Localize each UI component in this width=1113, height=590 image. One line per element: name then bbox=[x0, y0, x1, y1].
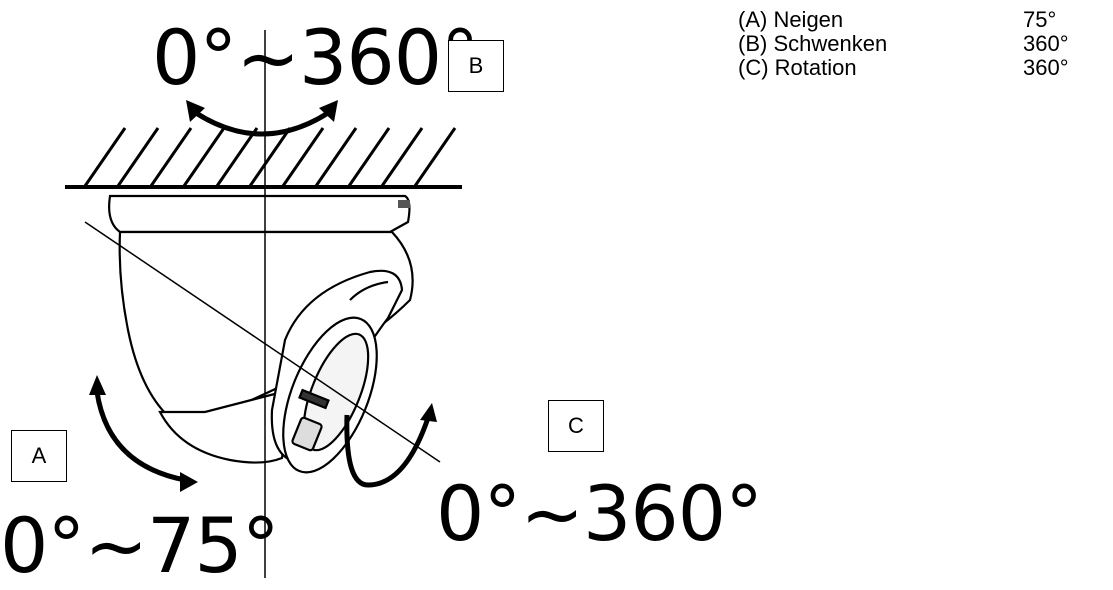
pan-range-label: 0°~360° bbox=[152, 13, 479, 102]
label-box-b: B bbox=[448, 40, 504, 92]
spec-table: (A) Neigen 75° (B) Schwenken 360° (C) Ro… bbox=[738, 8, 1069, 80]
spec-value: 75° bbox=[1023, 7, 1057, 32]
spec-value: 360° bbox=[1023, 55, 1069, 80]
rotation-arrow bbox=[344, 403, 437, 488]
rotation-range-label: 0°~360° bbox=[436, 469, 763, 558]
label-box-c: C bbox=[548, 400, 604, 452]
spec-row-tilt: (A) Neigen 75° bbox=[738, 8, 1069, 32]
spec-name: (C) Rotation bbox=[738, 55, 857, 80]
tilt-axis bbox=[84, 221, 441, 463]
label-box-a: A bbox=[11, 430, 67, 482]
spec-name: (A) Neigen bbox=[738, 7, 844, 32]
ceiling-hatching bbox=[83, 127, 457, 187]
camera-body bbox=[108, 194, 414, 474]
tilt-range-label: 0°~75° bbox=[0, 501, 280, 590]
tilt-arrow bbox=[89, 375, 198, 492]
pan-arrow bbox=[186, 100, 338, 137]
camera-diagram bbox=[65, 30, 462, 578]
spec-row-pan: (B) Schwenken 360° bbox=[738, 32, 1069, 56]
spec-row-rotation: (C) Rotation 360° bbox=[738, 56, 1069, 80]
spec-name: (B) Schwenken bbox=[738, 31, 888, 56]
spec-value: 360° bbox=[1023, 31, 1069, 56]
